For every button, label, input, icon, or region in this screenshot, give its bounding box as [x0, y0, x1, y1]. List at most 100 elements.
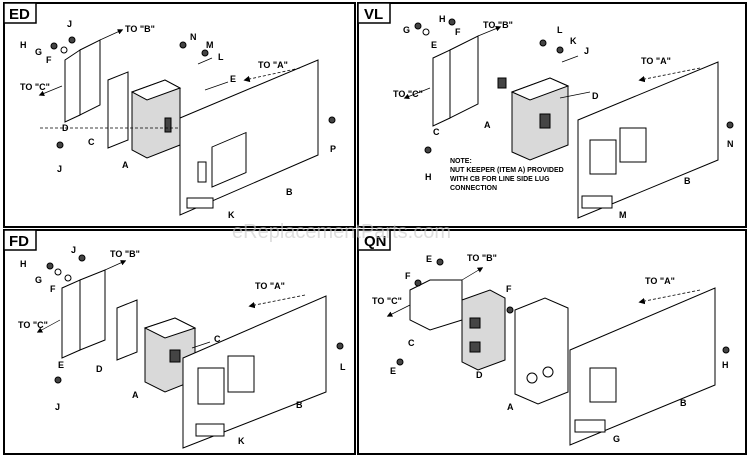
breaker-a-handle: [164, 117, 172, 133]
cover-b-fd-window2: [227, 355, 255, 393]
fd-to-b: TO "B": [110, 249, 140, 259]
qn-label-a: A: [507, 402, 514, 412]
panel-vl-title: VL: [364, 6, 383, 23]
breaker-vl-handle: [539, 113, 551, 129]
screw-j-fd: [78, 254, 86, 262]
panel-qn-title: QN: [364, 233, 387, 250]
cover-b-qn-label-g: [574, 419, 606, 433]
fd-label-k: K: [238, 436, 245, 446]
switch-a-qn: [514, 297, 569, 405]
screw-l-fd: [336, 342, 344, 350]
vl-label-a: A: [484, 120, 491, 130]
fd-label-l: L: [340, 362, 346, 372]
vl-label-m: M: [619, 210, 627, 220]
screw-j: [68, 36, 76, 44]
cover-b-slot: [197, 161, 207, 183]
cover-b-fd-label-k: [195, 423, 225, 437]
stud-d-vl: [559, 91, 591, 99]
vl-arrow-to-b: [477, 25, 502, 37]
qn-to-a: TO "A": [645, 276, 675, 286]
panel-vl-tab: [357, 2, 391, 24]
panel-fd: FD TO "B" TO "C" TO "A" J H G F C E D A …: [3, 229, 356, 455]
fd-arrow-to-c: [36, 319, 61, 333]
switch-a-qn-knob2: [542, 366, 554, 378]
screw-m: [201, 49, 209, 57]
fd-label-c: C: [214, 334, 221, 344]
vl-label-d: D: [592, 91, 599, 101]
washer-g-fd: [54, 268, 62, 276]
washer-g-vl: [422, 28, 430, 36]
cover-b-fd-window1: [197, 367, 225, 405]
cover-b-vl-label-m: [581, 195, 613, 209]
qn-label-b: B: [680, 398, 687, 408]
ed-label-j: J: [67, 19, 72, 29]
ed-label-e: E: [230, 74, 236, 84]
cover-b-qn-window: [589, 367, 617, 403]
ed-label-f: F: [46, 55, 52, 65]
screw-h-qn: [722, 346, 730, 354]
screw-j-lower: [56, 141, 64, 149]
fd-label-b: B: [296, 400, 303, 410]
vl-label-l: L: [557, 25, 563, 35]
ed-label-l: L: [218, 52, 224, 62]
switch-a-fd-handle: [169, 349, 181, 363]
screw-e-vl: [448, 18, 456, 26]
fd-label-d: D: [96, 364, 103, 374]
bracket-e-fd: [61, 279, 81, 359]
screw-j-vl: [561, 55, 579, 63]
screw-l-vl: [539, 39, 547, 47]
ed-label-j2: J: [57, 164, 62, 174]
fd-label-h: H: [20, 259, 27, 269]
qn-label-f2: F: [506, 284, 512, 294]
ed-label-k: K: [228, 210, 235, 220]
switch-a-fd-top: [143, 317, 197, 339]
qn-label-e: E: [426, 254, 432, 264]
arrow-to-b: [99, 29, 124, 41]
cover-b-vl-window1: [589, 139, 617, 175]
screw-h-fd: [46, 262, 54, 270]
fd-label-e: E: [58, 360, 64, 370]
fd-label-j2: J: [55, 402, 60, 412]
qn-label-g: G: [613, 434, 620, 444]
plate-d-fd: [116, 299, 138, 361]
panel-fd-tab: [3, 229, 37, 251]
bracket-c-qn: [409, 279, 463, 331]
qn-arrow-to-a: [638, 289, 701, 305]
qn-label-h: H: [722, 360, 729, 370]
ed-label-g: G: [35, 47, 42, 57]
breaker-vl-top: [510, 77, 570, 101]
panel-ed-tab: [3, 2, 37, 24]
vl-note-line2: WITH CB FOR LINE SIDE LUG: [450, 176, 550, 183]
vl-label-h2: H: [425, 172, 432, 182]
vl-label-j: J: [584, 46, 589, 56]
vl-note-line3: CONNECTION: [450, 185, 497, 192]
qn-label-f: F: [405, 271, 411, 281]
cover-b-vl-window2: [619, 127, 647, 163]
fd-arrow-to-b: [104, 260, 127, 271]
panel-fd-title: FD: [9, 233, 29, 250]
arrow-to-a: [243, 67, 301, 83]
vl-label-c: C: [433, 127, 440, 137]
ed-label-n: N: [190, 32, 197, 42]
fd-to-c: TO "C": [18, 320, 48, 330]
screw-p: [328, 116, 336, 124]
screw-e-qn: [436, 258, 444, 266]
watermark-text: eReplacementParts.com: [232, 221, 451, 243]
ed-label-h: H: [20, 40, 27, 50]
terminal-d-qn-lug1: [469, 317, 481, 329]
screw-f-qn: [414, 279, 422, 287]
vl-label-b: B: [684, 176, 691, 186]
screw-k-vl: [556, 46, 564, 54]
arrow-to-c: [38, 85, 63, 97]
vl-note-line1: NUT KEEPER (ITEM A) PROVIDED: [450, 167, 564, 174]
vl-arrow-to-a: [638, 67, 701, 83]
vl-label-e: E: [431, 40, 437, 50]
fd-label-a: A: [132, 390, 139, 400]
vl-label-g: G: [403, 25, 410, 35]
cover-b-vl: [577, 61, 719, 219]
panel-vl: VL TO "B" TO "C" TO "A" H G E F L: [357, 2, 747, 228]
panel-ed-title: ED: [9, 6, 30, 23]
screw-l: [197, 57, 213, 65]
panel-ed: ED TO "B" TO "C" TO "A" J H: [3, 2, 356, 228]
